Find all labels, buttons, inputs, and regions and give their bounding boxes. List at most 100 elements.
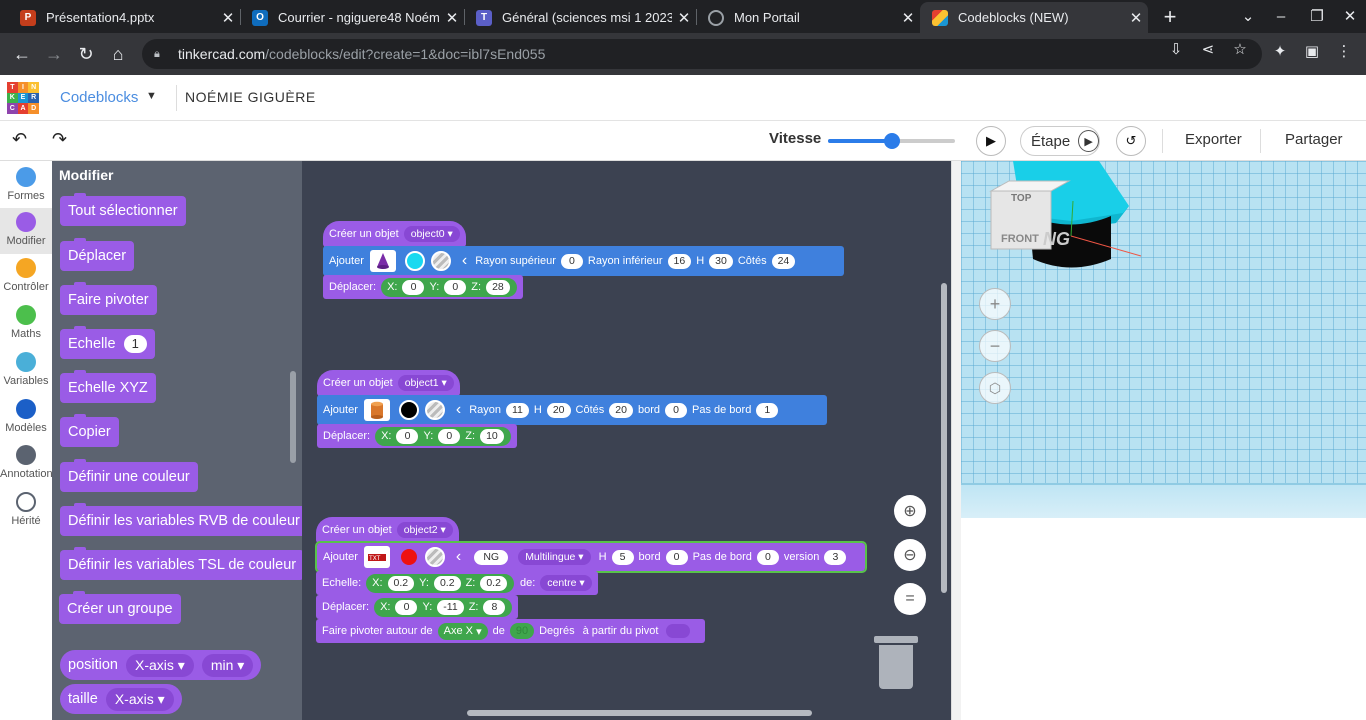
height-input[interactable]: 20: [546, 402, 571, 418]
category-modifier[interactable]: Modifier: [0, 208, 52, 254]
category-controler[interactable]: Contrôler: [0, 254, 52, 300]
workspace-horizontal-scrollbar[interactable]: [467, 710, 812, 716]
add-text-block[interactable]: Ajouter TXT ‹ NG Multilingue ▾ H 5 bord …: [315, 541, 867, 573]
block-move[interactable]: Déplacer: [60, 238, 135, 271]
app-name[interactable]: Codeblocks: [60, 89, 139, 106]
3d-viewer[interactable]: TOP FRONT NG + − ⬡: [961, 161, 1366, 720]
redo-icon[interactable]: ↷: [52, 129, 68, 149]
axis-dropdown[interactable]: Axe X ▾: [437, 622, 488, 640]
category-modeles[interactable]: Modèles: [0, 395, 52, 441]
close-icon[interactable]: ✕: [677, 9, 691, 27]
zoom-in-button[interactable]: ⊕: [894, 495, 926, 527]
x-input[interactable]: 0: [395, 599, 418, 615]
color-swatch[interactable]: [398, 400, 419, 420]
rotate-block[interactable]: Faire pivoter autour de Axe X ▾ de 90 De…: [316, 619, 705, 643]
add-cone-block[interactable]: Ajouter ‹ Rayon supérieur 0 Rayon inféri…: [323, 246, 844, 276]
hole-toggle[interactable]: [424, 547, 445, 567]
scale-value-input[interactable]: 1: [123, 335, 147, 353]
view-cube-top[interactable]: TOP: [1011, 193, 1032, 204]
color-swatch[interactable]: [398, 547, 419, 567]
bevel-steps-input[interactable]: 1: [756, 402, 779, 418]
create-object-block[interactable]: Créer un objet object1 ▾: [317, 370, 460, 396]
tab-search-icon[interactable]: ⌄: [1241, 8, 1255, 25]
z-input[interactable]: 0.2: [480, 575, 507, 591]
zoom-reset-button[interactable]: =: [894, 583, 926, 615]
new-tab-button[interactable]: +: [1163, 4, 1177, 29]
share-icon[interactable]: ⋖: [1201, 41, 1215, 58]
axis-dropdown[interactable]: X-axis ▾: [125, 653, 194, 677]
top-radius-input[interactable]: 0: [560, 253, 583, 269]
block-select-all[interactable]: Tout sélectionner: [60, 193, 186, 226]
y-input[interactable]: 0.2: [433, 575, 461, 591]
menu-kebab-icon[interactable]: ⋮: [1336, 43, 1352, 60]
category-annotation[interactable]: Annotation: [0, 441, 53, 487]
view-zoom-out-button[interactable]: −: [979, 330, 1011, 362]
category-variables[interactable]: Variables: [0, 348, 52, 394]
sidepanel-icon[interactable]: ▣: [1304, 43, 1320, 60]
tab-portail[interactable]: Mon Portail ✕: [696, 2, 920, 33]
block-rotate[interactable]: Faire pivoter: [60, 282, 157, 315]
design-title[interactable]: NOÉMIE GIGUÈRE: [185, 89, 316, 105]
block-set-color[interactable]: Définir une couleur: [60, 459, 198, 492]
bookmark-star-icon[interactable]: ☆: [1233, 41, 1247, 58]
chevron-left-icon[interactable]: ‹: [455, 548, 462, 565]
object-name-dropdown[interactable]: object0 ▾: [403, 226, 460, 242]
text-input[interactable]: NG: [474, 549, 509, 565]
origin-dropdown[interactable]: centre ▾: [540, 575, 592, 591]
chevron-left-icon[interactable]: ‹: [461, 252, 468, 269]
mode-dropdown[interactable]: min ▾: [201, 653, 254, 677]
block-scale[interactable]: Echelle 1: [60, 326, 155, 359]
sides-input[interactable]: 20: [609, 402, 633, 418]
object-name-dropdown[interactable]: object1 ▾: [397, 375, 454, 391]
move-block[interactable]: Déplacer: X:0 Y:0 Z:10: [317, 424, 517, 448]
workspace-vertical-scrollbar[interactable]: [941, 283, 947, 593]
tab-teams[interactable]: T Général (sciences msi 1 2023) ✕: [464, 2, 696, 33]
add-cylinder-block[interactable]: Ajouter ‹ Rayon 11 H 20 Côtés 20 bord 0 …: [317, 395, 827, 425]
category-formes[interactable]: Formes: [0, 163, 52, 209]
install-icon[interactable]: ⇩: [1169, 41, 1183, 58]
block-size-reporter[interactable]: taille X-axis ▾: [60, 684, 182, 714]
extensions-icon[interactable]: ✦: [1273, 43, 1287, 60]
height-input[interactable]: 30: [709, 253, 733, 269]
close-window-icon[interactable]: ✕: [1343, 8, 1357, 25]
bevel-input[interactable]: 0: [665, 549, 688, 565]
angle-input[interactable]: 90: [509, 623, 535, 639]
block-scale-xyz[interactable]: Echelle XYZ: [60, 370, 156, 403]
x-input[interactable]: 0: [396, 428, 419, 444]
code-workspace[interactable]: Créer un objet object0 ▾ Ajouter ‹ Rayon…: [302, 161, 951, 720]
home-icon[interactable]: ⌂: [112, 44, 124, 64]
cone-shape-icon[interactable]: [369, 250, 396, 272]
tab-codeblocks[interactable]: Codeblocks (NEW) ✕: [920, 2, 1148, 33]
text-shape-icon[interactable]: TXT: [363, 546, 390, 568]
bottom-radius-input[interactable]: 16: [667, 253, 692, 269]
y-input[interactable]: 0: [438, 428, 461, 444]
view-cube-front[interactable]: FRONT: [1001, 233, 1039, 245]
export-button[interactable]: Exporter: [1185, 131, 1242, 148]
close-icon[interactable]: ✕: [901, 9, 915, 27]
share-button[interactable]: Partager: [1285, 131, 1343, 148]
block-set-rgb[interactable]: Définir les variables RVB de couleur: [60, 503, 302, 536]
block-copy[interactable]: Copier: [60, 414, 119, 447]
x-input[interactable]: 0.2: [387, 575, 415, 591]
view-zoom-in-button[interactable]: +: [979, 288, 1011, 320]
move-block[interactable]: Déplacer: X:0 Y:-11 Z:8: [316, 595, 519, 619]
move-block[interactable]: Déplacer: X:0 Y:0 Z:28: [323, 275, 523, 299]
flyout-scrollbar[interactable]: [290, 371, 296, 463]
close-icon[interactable]: ✕: [445, 9, 459, 27]
hole-toggle[interactable]: [430, 251, 451, 271]
url-field[interactable]: 🔒︎ tinkercad.com/codeblocks/edit?create=…: [142, 39, 1262, 69]
cylinder-shape-icon[interactable]: [363, 399, 390, 421]
tab-courrier[interactable]: O Courrier - ngiguere48 Noémie ✕: [240, 2, 464, 33]
trash-icon[interactable]: [874, 636, 918, 690]
radius-input[interactable]: 11: [505, 402, 529, 418]
speed-slider-handle[interactable]: [883, 133, 900, 149]
create-object-block[interactable]: Créer un objet object0 ▾: [323, 221, 466, 247]
y-input[interactable]: -11: [437, 599, 464, 615]
view-home-button[interactable]: ⬡: [979, 372, 1011, 404]
chevron-down-icon[interactable]: ▼: [146, 90, 157, 102]
reload-icon[interactable]: ↻: [78, 44, 94, 64]
color-swatch[interactable]: [404, 251, 425, 271]
restore-icon[interactable]: ❐: [1310, 8, 1324, 25]
z-input[interactable]: 28: [486, 279, 510, 295]
